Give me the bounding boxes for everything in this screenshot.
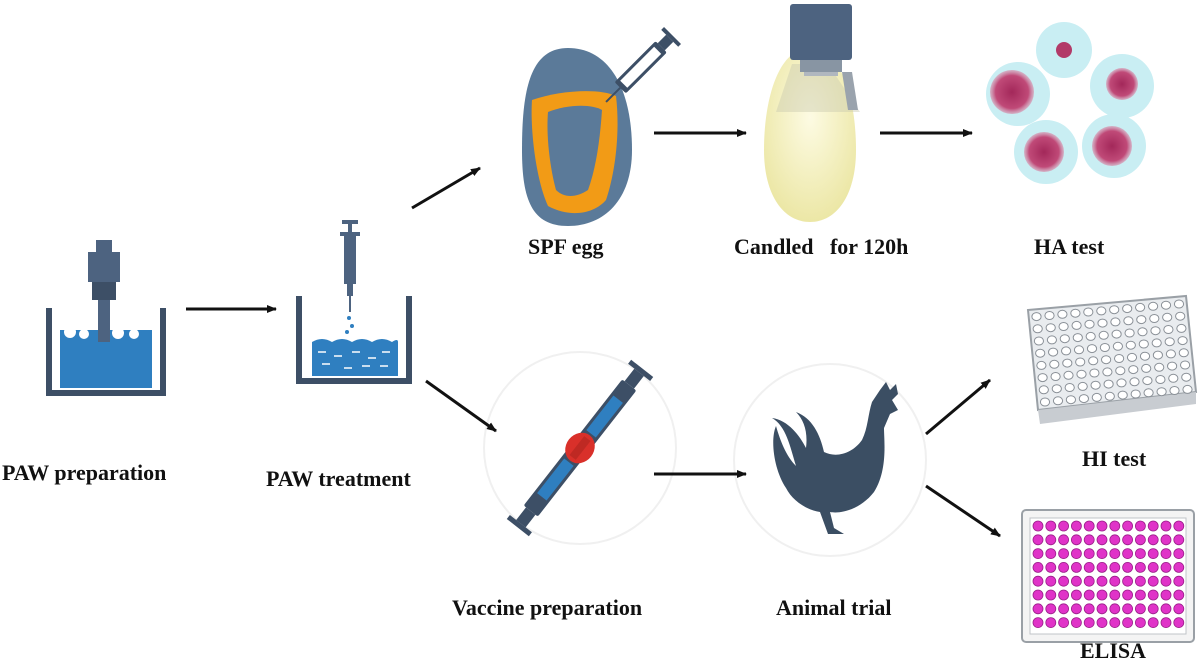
rooster-icon [733, 363, 927, 557]
label-spf-egg: SPF egg [528, 234, 604, 259]
petri-dishes-icon [986, 22, 1154, 184]
label-ha-test: HA test [1034, 234, 1105, 259]
egg-candling-icon [764, 4, 860, 222]
label-vaccine-preparation: Vaccine preparation [452, 595, 643, 620]
arrow-animal-to-elisa [925, 484, 1001, 538]
beaker-syringe-icon [296, 220, 412, 384]
microplate-icon [1026, 294, 1198, 424]
label-paw-treatment: PAW treatment [266, 466, 411, 491]
egg-injection-icon [522, 26, 682, 226]
arrow-treatment-to-egg [411, 166, 481, 210]
flow-arrows [186, 129, 1001, 538]
label-animal-trial: Animal trial [776, 595, 892, 620]
arrow-treatment-to-vaccine [425, 379, 497, 433]
beaker-electrode-icon [46, 240, 166, 396]
elisa-plate-icon [1021, 509, 1195, 643]
label-hi-test: HI test [1082, 446, 1147, 471]
label-candled: Candled for 120h [734, 234, 909, 259]
arrow-animal-to-hi [925, 378, 991, 436]
vaccine-syringes-icon [483, 351, 677, 545]
label-paw-preparation: PAW preparation [2, 460, 167, 485]
label-elisa: ELISA [1080, 638, 1147, 663]
